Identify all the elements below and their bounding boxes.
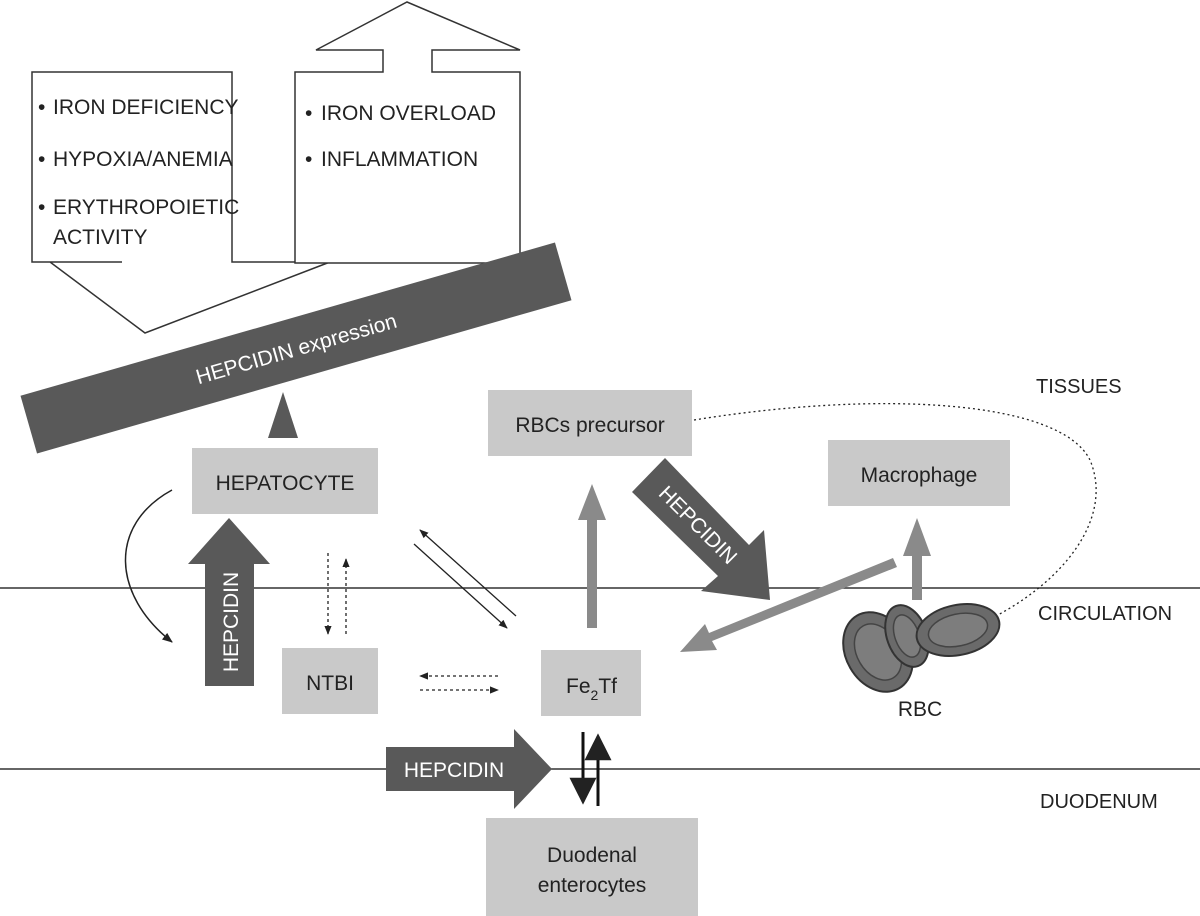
factor-iron-overload: IRON OVERLOAD: [321, 102, 496, 125]
zone-tissues-label: TISSUES: [1036, 376, 1122, 398]
hepcidin-vertical-arrow: [188, 518, 270, 686]
bullet-inflammation: •: [305, 148, 312, 171]
macrophage-label: Macrophage: [861, 464, 978, 487]
hepcidin-horizontal-arrow: [386, 729, 552, 809]
decrease-factors-list: • IRON DEFICIENCY • HYPOXIA/ANEMIA • ERY…: [38, 96, 239, 249]
factor-inflammation: INFLAMMATION: [321, 148, 478, 171]
increase-factors-arrow-box: [294, 1, 521, 264]
decrease-factors-arrow-box: [31, 71, 331, 334]
ntbi-box: [282, 648, 378, 714]
macrophage-box: [828, 440, 1010, 506]
bullet-iron-overload: •: [305, 102, 312, 125]
fe2tf-to-hepatocyte-arrow: [419, 529, 517, 617]
rbc-label: RBC: [898, 698, 942, 721]
rbc-precursor-label: RBCs precursor: [515, 414, 664, 437]
rbc-precursor-box: [488, 390, 692, 456]
hepcidin-horizontal-label: HEPCIDIN: [404, 759, 504, 782]
hepatocyte-release-curve-arrow: [124, 489, 173, 643]
duodenal-enterocytes-box: [486, 818, 698, 916]
hepatocyte-label: HEPATOCYTE: [216, 472, 355, 495]
ntbi-label: NTBI: [306, 672, 354, 695]
hepcidin-diagonal-arrow: [632, 458, 770, 600]
factor-erythropoietic: ERYTHROPOIETIC: [53, 196, 239, 219]
hepatocyte-to-fe2tf-arrow: [413, 543, 508, 629]
factor-hypoxia-anemia: HYPOXIA/ANEMIA: [53, 148, 233, 171]
macrophage-to-fe2tf-arrow: [680, 558, 897, 652]
red-blood-cell-icon: [842, 603, 1001, 693]
bullet-hypoxia: •: [38, 148, 45, 171]
rbc-to-macrophage-arrow: [903, 518, 931, 600]
zone-circulation-label: CIRCULATION: [1038, 603, 1172, 625]
hepatocyte-to-expression-triangle: [268, 392, 298, 438]
duodenal-label-line1: Duodenal: [547, 844, 637, 867]
hepcidin-vertical-label: HEPCIDIN: [220, 572, 243, 672]
factor-activity: ACTIVITY: [53, 226, 148, 249]
increase-factors-list: • IRON OVERLOAD • INFLAMMATION: [305, 102, 496, 171]
precursor-to-rbc-dotted-curve: [693, 403, 1097, 621]
fe2tf-label: Fe2Tf: [566, 675, 617, 703]
duodenal-label-line2: enterocytes: [538, 874, 647, 897]
factor-iron-deficiency: IRON DEFICIENCY: [53, 96, 239, 119]
fe2tf-box: [541, 650, 641, 716]
fe2tf-to-precursor-arrow: [578, 484, 606, 628]
bullet-erythropoietic: •: [38, 196, 45, 219]
zone-duodenum-label: DUODENUM: [1040, 791, 1158, 813]
hepatocyte-box: [192, 448, 378, 514]
bullet-iron-deficiency: •: [38, 96, 45, 119]
